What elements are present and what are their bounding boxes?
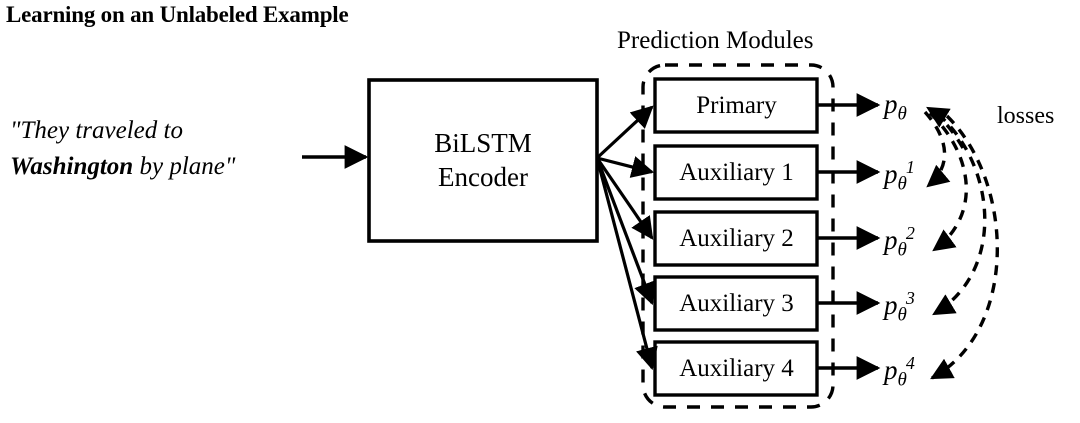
module-label-auxiliary-2: Auxiliary 2 xyxy=(679,225,794,252)
encoder-to-auxiliary-2-arrow xyxy=(595,157,654,240)
output-label-auxiliary-4: pθ4 xyxy=(884,354,915,390)
output-subscript-auxiliary-2: θ xyxy=(897,239,907,261)
input-sentence-line-1: "They traveled to xyxy=(10,117,183,144)
output-base-auxiliary-4: p xyxy=(884,354,898,385)
module-label-primary: Primary xyxy=(696,92,777,119)
page-title: Learning on an Unlabeled Example xyxy=(6,2,349,27)
output-superscript-auxiliary-2: 2 xyxy=(905,223,915,243)
encoder-label-line-1: BiLSTM xyxy=(434,127,532,158)
module-label-auxiliary-3: Auxiliary 3 xyxy=(679,290,794,317)
output-label-primary: pθ xyxy=(884,91,907,124)
module-label-auxiliary-1: Auxiliary 1 xyxy=(679,159,794,186)
output-base-auxiliary-2: p xyxy=(884,224,898,255)
output-base-auxiliary-1: p xyxy=(884,158,898,189)
encoder-to-auxiliary-1-arrow xyxy=(596,156,655,178)
output-label-auxiliary-1: pθ1 xyxy=(884,158,915,194)
prediction-modules-group-outline xyxy=(641,63,835,409)
output-label-auxiliary-2: pθ2 xyxy=(884,224,915,260)
loss-arrow-to-auxiliary-2 xyxy=(928,111,968,252)
loss-arrow-to-auxiliary-1 xyxy=(923,110,951,188)
loss-arrow-to-auxiliary-3 xyxy=(932,112,987,316)
output-subscript-primary: θ xyxy=(897,103,907,125)
loss-arrow-to-auxiliary-4 xyxy=(930,114,999,380)
output-subscript-auxiliary-1: θ xyxy=(897,173,907,195)
output-base-auxiliary-3: p xyxy=(884,289,898,320)
output-superscript-auxiliary-3: 3 xyxy=(905,288,915,308)
input-highlight-word: Washington xyxy=(10,153,134,180)
output-base-primary: p xyxy=(884,89,898,119)
input-sentence-line-2: Washington by plane" xyxy=(10,153,235,181)
prediction-modules-title: Prediction Modules xyxy=(617,27,814,54)
output-subscript-auxiliary-4: θ xyxy=(897,369,907,391)
output-superscript-auxiliary-1: 1 xyxy=(905,157,915,177)
bilstm-encoder-label: BiLSTM Encoder xyxy=(370,81,596,240)
input-sentence-rest: by plane" xyxy=(133,153,236,180)
encoder-label-line-2: Encoder xyxy=(438,161,528,192)
output-subscript-auxiliary-3: θ xyxy=(897,304,907,326)
loss-arrow-to-primary xyxy=(926,106,965,149)
losses-label: losses xyxy=(997,103,1055,129)
output-label-auxiliary-3: pθ3 xyxy=(884,289,915,325)
module-label-auxiliary-4: Auxiliary 4 xyxy=(679,355,794,382)
output-superscript-auxiliary-4: 4 xyxy=(905,353,915,373)
